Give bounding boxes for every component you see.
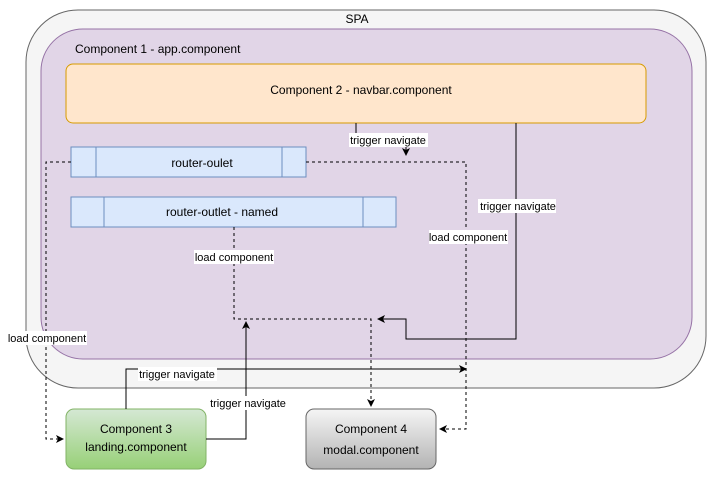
component1-title: Component 1 - app.component — [75, 42, 241, 56]
modal-component-box[interactable] — [305, 408, 437, 470]
router-outlet-named-box[interactable] — [70, 196, 397, 228]
edge-named-to-modal — [233, 227, 375, 407]
label-navbar-to-modal: trigger navigate — [480, 201, 556, 213]
modal-component-line1: Component 4 — [335, 422, 407, 436]
label-named-to-modal: load component — [195, 252, 273, 264]
spa-title: SPA — [345, 12, 368, 26]
label-navbar-to-outlet: trigger navigate — [350, 135, 426, 147]
edge-landing-up — [206, 321, 250, 440]
label-landing-to-modal: trigger navigate — [139, 369, 215, 381]
edge-navbar-to-modal — [377, 123, 517, 340]
landing-component-box[interactable] — [65, 408, 207, 470]
router-outlet-label: router-oulet — [171, 156, 233, 170]
router-outlet-named-label: router-outlet - named — [166, 205, 278, 219]
edge-outlet-to-modal — [306, 161, 467, 433]
label-landing-up: trigger navigate — [210, 398, 286, 410]
edge-landing-to-modal — [125, 365, 467, 409]
label-outlet-to-modal: load component — [429, 232, 507, 244]
label-outlet-to-landing: load component — [8, 333, 86, 345]
landing-component-line2: landing.component — [85, 440, 187, 454]
modal-component-line2: modal.component — [323, 443, 419, 457]
navbar-component-label: Component 2 - navbar.component — [270, 83, 452, 97]
landing-component-line1: Component 3 — [100, 422, 172, 436]
edge-outlet-to-landing — [45, 161, 71, 443]
